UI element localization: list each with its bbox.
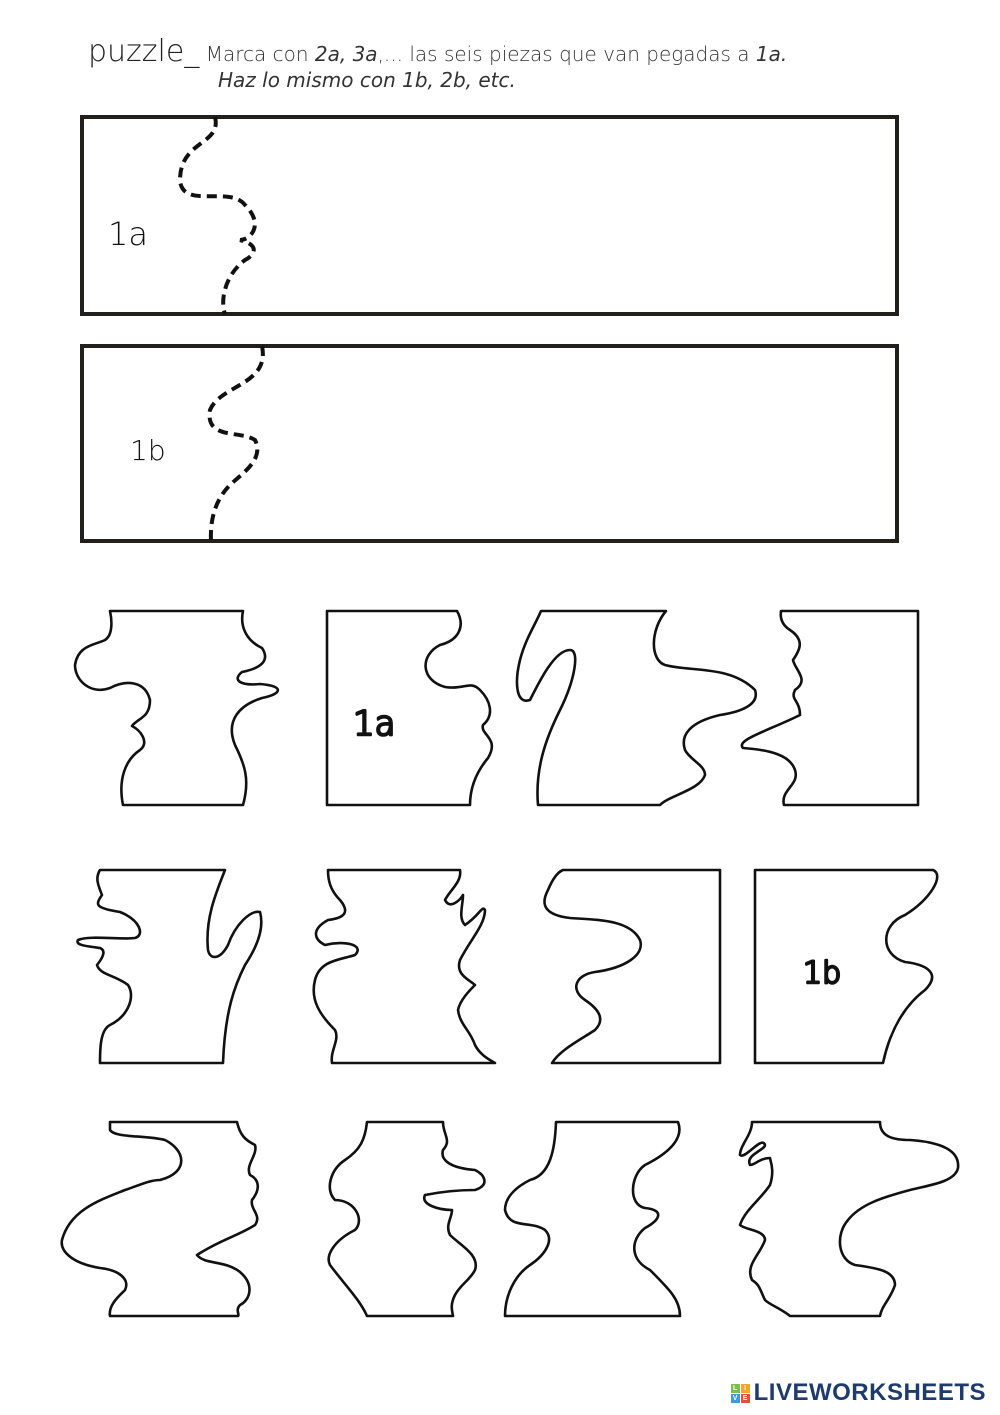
puzzle-piece-r2-4 [753,868,939,1065]
instruction-prefix: Marca con [199,42,315,66]
logo-block-v: V [730,1393,740,1403]
puzzle-piece-r1-4 [740,609,920,807]
puzzle-piece-r3-1 [60,1120,260,1318]
puzzle-piece-r1-2-label: 1a [353,704,395,744]
logo-block-e: E [740,1393,750,1403]
puzzle-piece-r1-3 [515,609,758,807]
puzzle-piece-r2-1 [76,868,263,1065]
strip-1b: 1b [80,344,899,543]
puzzle-piece-r1-2 [325,609,494,807]
instruction-emphasis-2: 1a. [755,42,788,66]
puzzle-piece-r1-1 [73,609,280,807]
strip-1a-dashed-cut [177,116,257,315]
logo-block-l: L [730,1383,740,1393]
strip-1b-dashed-cut [207,345,265,542]
puzzle-piece-r2-3 [543,868,722,1065]
strip-1a-label: 1a [108,215,148,253]
puzzle-piece-r3-2 [327,1120,486,1318]
instruction-emphasis-1: 2a, 3a [314,42,378,66]
puzzle-piece-r2-2 [312,868,497,1065]
strip-1a: 1a [80,115,899,316]
logo-text: LIVEWORKSHEETS [753,1379,986,1406]
worksheet-title: puzzle_ [88,34,200,69]
logo-block-i: I [740,1383,750,1393]
instruction-middle: ,... las seis piezas que van pegadas a [377,42,756,66]
live-blocks-icon: L I V E [730,1383,750,1403]
puzzle-piece-r3-3 [503,1120,682,1318]
puzzle-piece-r2-4-label: 1b [803,956,841,991]
header-line-1: puzzle_ Marca con 2a, 3a,... las seis pi… [88,34,787,69]
instruction-line-2: Haz lo mismo con 1b, 2b, etc. [218,68,516,92]
puzzle-piece-r3-4 [738,1120,960,1318]
strip-1b-label: 1b [130,434,166,467]
liveworksheets-watermark: L I V E LIVEWORKSHEETS [730,1379,986,1407]
